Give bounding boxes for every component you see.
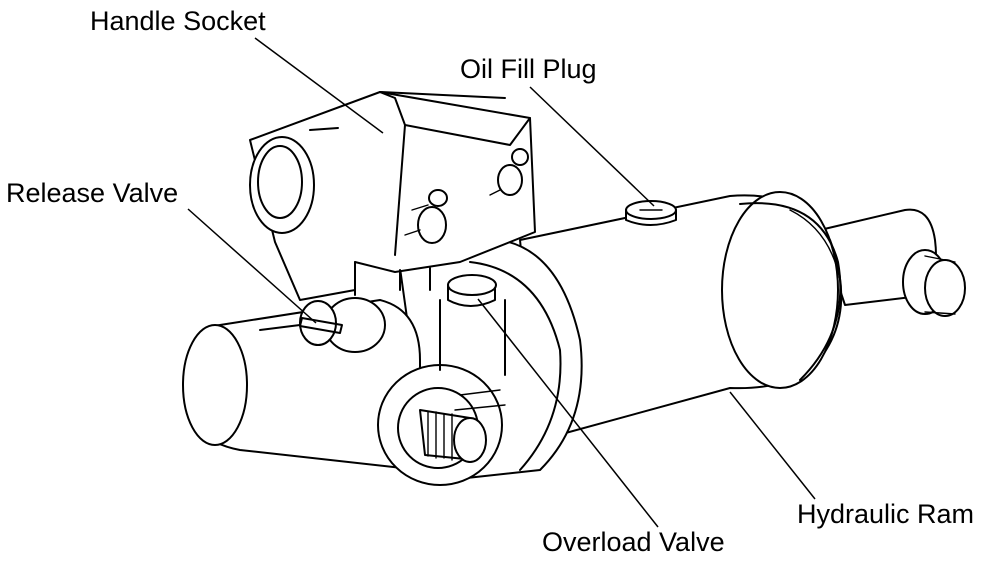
handle-socket-block	[249, 91, 536, 301]
hydraulic-ram-body	[519, 191, 966, 441]
leader-handle-socket	[254, 37, 384, 134]
label-hydraulic-ram: Hydraulic Ram	[797, 499, 975, 529]
label-release-valve: Release Valve	[6, 178, 179, 208]
leader-hydraulic-ram	[729, 391, 816, 500]
overload-valve-plug	[439, 274, 506, 376]
leader-release-valve	[187, 208, 317, 324]
leader-overload-valve	[477, 298, 659, 528]
label-overload-valve: Overload Valve	[542, 527, 725, 557]
label-oil-fill-plug: Oil Fill Plug	[460, 54, 597, 84]
leader-oil-fill-plug	[529, 86, 655, 207]
label-handle-socket: Handle Socket	[90, 6, 266, 36]
oil-fill-plug	[625, 200, 677, 226]
release-valve-housing	[182, 297, 421, 471]
